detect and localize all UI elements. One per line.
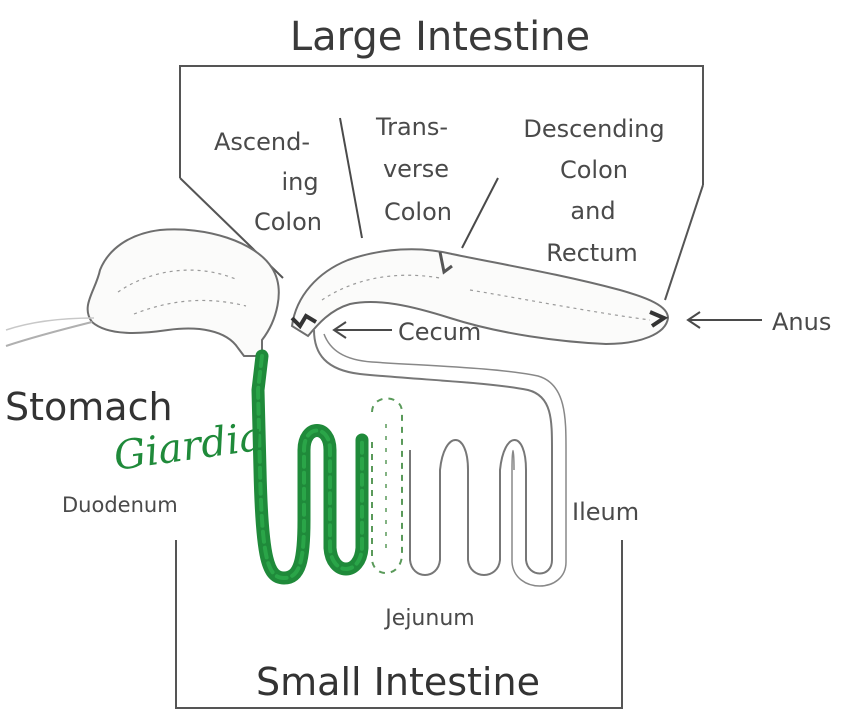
small-intestine-label: Small Intestine bbox=[256, 660, 540, 704]
transverse-colon-line-3: Colon bbox=[384, 198, 452, 226]
transverse-colon-label: Trans- verse Colon bbox=[375, 113, 452, 226]
jejunum-organ bbox=[372, 399, 402, 574]
cecum-label: Cecum bbox=[398, 318, 481, 346]
descending-colon-line-3: and bbox=[570, 197, 615, 225]
cecum-arrow bbox=[334, 322, 392, 338]
ascending-colon-line-1: Ascend- bbox=[214, 128, 310, 156]
transverse-colon-line-2: verse bbox=[383, 155, 449, 183]
duodenum-giardia-highlight bbox=[258, 356, 362, 578]
ascending-colon-line-3: Colon bbox=[254, 208, 322, 236]
ascending-transverse-divider bbox=[340, 118, 362, 238]
descending-colon-line-2: Colon bbox=[560, 156, 628, 184]
descending-colon-line-1: Descending bbox=[523, 115, 664, 143]
jejunum-label: Jejunum bbox=[383, 606, 474, 631]
stomach-organ bbox=[6, 229, 279, 356]
anus-arrow bbox=[688, 312, 762, 328]
descending-colon-line-4: Rectum bbox=[546, 239, 638, 267]
transverse-descending-divider bbox=[462, 178, 498, 248]
large-intestine-label: Large Intestine bbox=[290, 14, 590, 60]
ascending-colon-label: Ascend- ing Colon bbox=[214, 128, 322, 236]
anus-label: Anus bbox=[772, 308, 831, 336]
ileum-organ bbox=[314, 330, 566, 586]
ascending-colon-line-2: ing bbox=[281, 168, 318, 196]
duodenum-label: Duodenum bbox=[62, 493, 178, 517]
descending-colon-label: Descending Colon and Rectum bbox=[523, 115, 664, 267]
ileum-label: Ileum bbox=[572, 498, 639, 526]
stomach-label: Stomach bbox=[5, 385, 173, 429]
transverse-colon-line-1: Trans- bbox=[375, 113, 448, 141]
